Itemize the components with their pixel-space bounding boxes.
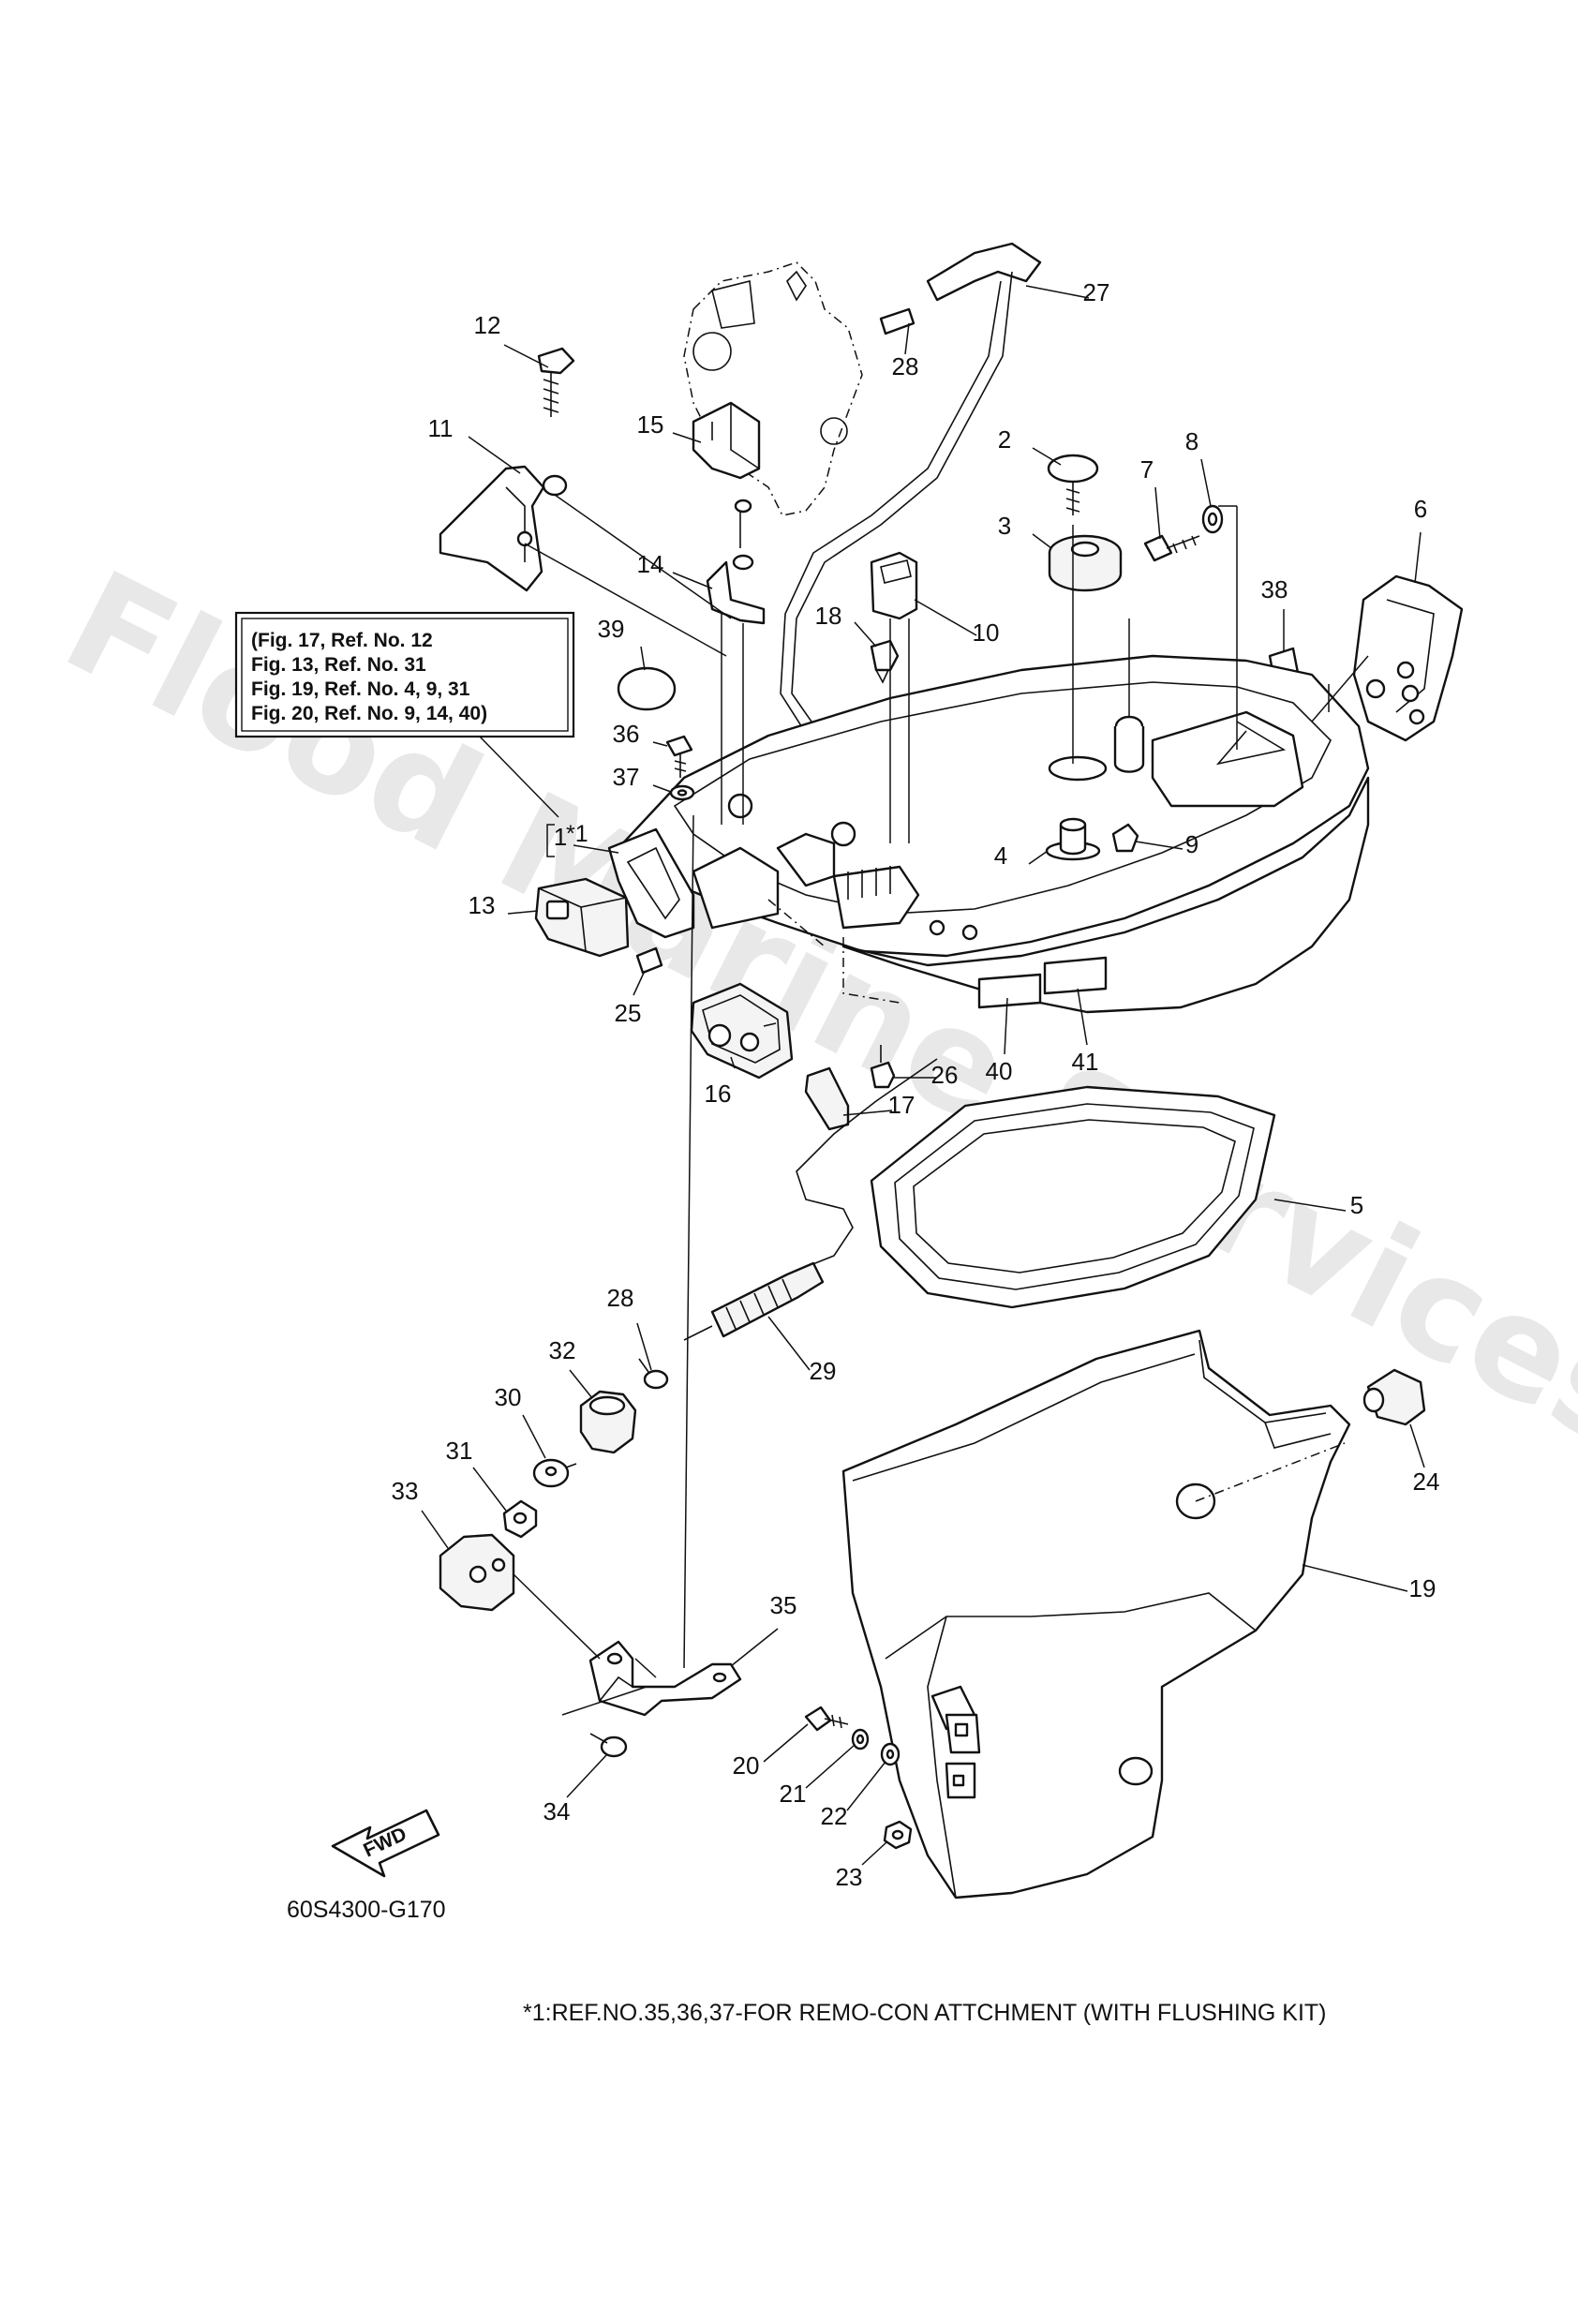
callout-16: 16 [705,1080,732,1108]
callout-37: 37 [613,763,640,791]
callout-18: 18 [815,602,842,630]
bolt-7 [1143,534,1200,562]
screw-34 [589,1733,628,1758]
callout-10: 10 [973,618,1000,647]
bracket-11 [439,465,568,592]
leader-lines [421,285,1425,1866]
seal-13 [534,877,630,958]
callout-4: 4 [994,842,1007,870]
grommet-33 [439,1533,515,1612]
lever-6 [1352,574,1464,742]
callout-8: 8 [1185,427,1198,455]
bolt-12 [537,347,575,417]
callout-34: 34 [543,1797,571,1825]
plug-10 [870,551,918,620]
callout-27: 27 [1083,278,1110,306]
reference-line-4: Fig. 20, Ref. No. 9, 14, 40) [251,703,487,724]
callout-2: 2 [998,425,1011,454]
callout-24: 24 [1413,1467,1440,1496]
bolt-36 [665,735,693,778]
reference-line-1: (Fig. 17, Ref. No. 12 [251,630,433,651]
footnote-bracket: *1 [479,736,588,857]
callout-33: 33 [392,1477,419,1505]
fasteners-20-23 [804,1706,913,1850]
footnote: *1:REF.NO.35,36,37-FOR REMO-CON ATTCHMEN… [523,2000,1327,2026]
grommet-17 [804,1066,850,1131]
grommet-24 [1362,1368,1426,1426]
callout-21: 21 [780,1780,807,1808]
callout-14: 14 [637,550,664,578]
callout-29: 29 [810,1357,837,1385]
plug-18 [870,639,900,684]
washer-8 [1201,504,1224,534]
nut-32 [579,1390,637,1454]
callout-41: 41 [1072,1048,1099,1076]
callout-28: 28 [892,352,919,380]
gasket-5 [870,1085,1276,1309]
callout-36: 36 [613,720,640,748]
bolt-2 [1047,454,1099,515]
callout-30: 30 [495,1383,522,1411]
callout-7: 7 [1140,455,1154,484]
callout-39: 39 [598,615,625,643]
clip-14 [706,499,766,625]
plug-9 [1111,823,1139,853]
callout-35: 35 [770,1591,797,1619]
callout-11: 11 [428,414,454,442]
callout-9: 9 [1185,830,1198,858]
reference-box: (Fig. 17, Ref. No. 12 Fig. 13, Ref. No. … [234,611,575,738]
callout-32: 32 [549,1336,576,1364]
reference-line-3: Fig. 19, Ref. No. 4, 9, 31 [251,678,470,700]
carburetor-outline [683,261,863,516]
callout-17: 17 [888,1091,916,1119]
callout-26: 26 [931,1061,959,1089]
grommet-15 [692,401,761,480]
callout-5: 5 [1350,1191,1363,1219]
callout-15: 15 [637,410,664,439]
callout-31: 31 [446,1437,473,1465]
callout-28: 28 [607,1284,634,1312]
footnote-mark: *1 [566,821,588,847]
callout-1: 1 [554,823,567,851]
forward-arrow-icon: FWD [331,1809,440,1878]
clip-25 [635,946,663,975]
bracket-35 [588,1640,742,1717]
callout-40: 40 [986,1057,1013,1085]
callout-20: 20 [733,1751,760,1780]
callout-22: 22 [821,1802,848,1830]
damper-3 [1048,534,1123,592]
cable-29 [683,1058,938,1341]
callout-6: 6 [1414,495,1427,523]
callout-13: 13 [469,891,496,919]
callout-23: 23 [836,1863,863,1891]
callout-19: 19 [1409,1574,1437,1602]
reference-line-2: Fig. 13, Ref. No. 31 [251,654,426,676]
cap-16 [690,982,794,1080]
bolt-26 [870,1045,896,1089]
grommet-39 [617,666,677,711]
callout-38: 38 [1261,575,1288,603]
callout-3: 3 [998,512,1011,540]
drawing-code: 60S4300-G170 [287,1897,446,1923]
bottom-cowling-1 [607,654,1370,1014]
screw-30 [532,1458,577,1488]
lower-cover-19 [841,1329,1351,1899]
clip-28 [638,1358,669,1390]
bracket-31 [502,1499,538,1539]
washer-37 [669,784,695,801]
callout-12: 12 [474,311,501,339]
callout-25: 25 [615,999,642,1027]
